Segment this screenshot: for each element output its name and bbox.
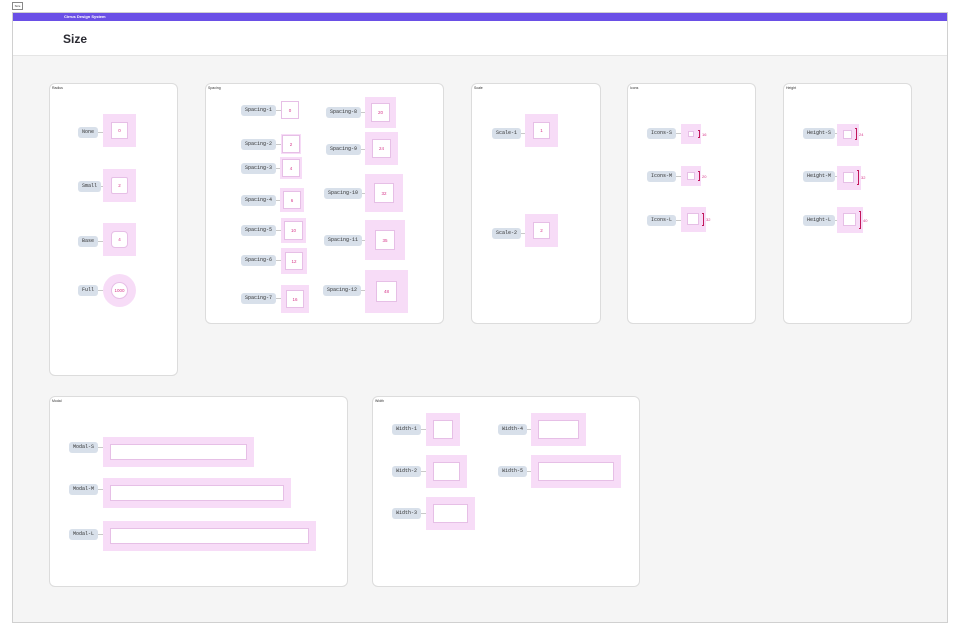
radius-value-full: 1000: [111, 282, 128, 299]
height-tag-l: Height-L: [803, 215, 843, 226]
modal-box-m: [110, 485, 284, 501]
spacing-tag-9: Spacing-9: [326, 144, 369, 155]
scale-tag-2: Scale-2: [492, 228, 529, 239]
scale-tag-1: Scale-1: [492, 128, 529, 139]
width-tag-2: Width-2: [392, 466, 429, 477]
spacing-value-1: 0: [281, 101, 299, 119]
radius-tag-small: Small: [78, 181, 109, 192]
radius-value-small: 2: [111, 177, 128, 194]
spacing-tag-3: Spacing-3: [241, 163, 284, 174]
width-box-1: [433, 420, 453, 439]
width-tag-1: Width-1: [392, 424, 429, 435]
icons-box-s: [688, 131, 694, 137]
width-card-label: Width: [375, 399, 384, 403]
height-box-s: [843, 130, 852, 139]
width-box-3: [433, 504, 468, 523]
spacing-value-12: 48: [376, 281, 397, 302]
icons-box-l: [687, 213, 699, 225]
height-card: Height Height-S 24 Height-M 32 Height-L …: [783, 83, 912, 324]
spacing-tag-11: Spacing-11: [324, 235, 370, 246]
icons-tag-m: Icons-M: [647, 171, 684, 182]
width-card: Width Width-1 Width-2 Width-3 Width-4 Wi…: [372, 396, 640, 587]
modal-tag-l: Modal-L: [69, 529, 106, 540]
modal-card: Modal Modal-S Modal-M Modal-L: [49, 396, 348, 587]
spacing-value-8: 20: [371, 103, 390, 122]
spacing-card-label: Spacing: [208, 86, 221, 90]
width-tag-4: Width-4: [498, 424, 535, 435]
height-box-m: [843, 172, 854, 183]
spacing-tag-10: Spacing-10: [324, 188, 370, 199]
icons-measure-l: [702, 213, 704, 226]
height-measure-l: [859, 211, 861, 229]
spacing-value-5: 10: [284, 221, 303, 240]
title-area: Size: [13, 21, 947, 56]
height-value-s: 24: [859, 132, 864, 137]
icons-measure-s: [698, 130, 700, 138]
spacing-tag-7: Spacing-7: [241, 293, 284, 304]
width-box-2: [433, 462, 460, 481]
spacing-value-10: 32: [374, 183, 394, 203]
icons-tag-s: Icons-S: [647, 128, 684, 139]
radius-card: Radius None 0 Small 2 Base 4 Full 1000: [49, 83, 178, 376]
spacing-value-2: 2: [282, 135, 300, 153]
spacing-tag-4: Spacing-4: [241, 195, 284, 206]
radius-tag-none: None: [78, 127, 106, 138]
modal-card-label: Modal: [52, 399, 62, 403]
spacing-tag-6: Spacing-6: [241, 255, 284, 266]
spacing-tag-8: Spacing-8: [326, 107, 369, 118]
height-measure-s: [855, 128, 857, 140]
icons-measure-m: [698, 171, 700, 181]
width-tag-3: Width-3: [392, 508, 429, 519]
height-tag-s: Height-S: [803, 128, 843, 139]
radius-value-base: 4: [111, 231, 128, 248]
height-value-m: 32: [861, 175, 866, 180]
height-box-l: [843, 213, 856, 226]
width-box-4: [538, 420, 579, 439]
size-frame: Cirrus Design System Size Radius None 0 …: [12, 12, 948, 623]
icons-card-label: Icons: [630, 86, 639, 90]
modal-tag-m: Modal-M: [69, 484, 106, 495]
spacing-tag-2: Spacing-2: [241, 139, 284, 150]
height-card-label: Height: [786, 86, 797, 90]
brand-name: Cirrus Design System: [64, 14, 106, 19]
radius-card-label: Radius: [52, 86, 63, 90]
icons-card: Icons Icons-S 16 Icons-M 20 Icons-L 32: [627, 83, 756, 324]
height-value-l: 40: [863, 218, 868, 223]
spacing-value-4: 6: [283, 191, 301, 209]
frame-tab[interactable]: Size: [12, 2, 23, 10]
scale-value-2: 2: [533, 222, 550, 239]
icons-value-m: 20: [702, 174, 707, 179]
icons-box-m: [687, 172, 695, 180]
icons-value-l: 32: [706, 217, 711, 222]
icons-tag-l: Icons-L: [647, 215, 684, 226]
scale-card-label: Scale: [474, 86, 483, 90]
scale-value-1: 1: [533, 122, 550, 139]
width-tag-5: Width-5: [498, 466, 535, 477]
page-title: Size: [63, 32, 88, 46]
scale-card: Scale Scale-1 1 Scale-2 2: [471, 83, 601, 324]
spacing-tag-12: Spacing-12: [323, 285, 369, 296]
spacing-value-6: 12: [285, 252, 303, 270]
height-tag-m: Height-M: [803, 171, 843, 182]
spacing-value-7: 16: [286, 290, 304, 308]
modal-tag-s: Modal-S: [69, 442, 106, 453]
width-box-5: [538, 462, 614, 481]
spacing-value-3: 4: [282, 159, 300, 177]
radius-tag-base: Base: [78, 236, 106, 247]
brand-bar: Cirrus Design System: [13, 13, 947, 21]
modal-box-s: [110, 444, 247, 460]
spacing-tag-1: Spacing-1: [241, 105, 284, 116]
spacing-value-11: 35: [375, 230, 395, 250]
modal-box-l: [110, 528, 309, 544]
spacing-card: Spacing Spacing-1 0 Spacing-2 2 Spacing-…: [205, 83, 444, 324]
radius-value-none: 0: [111, 122, 128, 139]
radius-tag-full: Full: [78, 285, 106, 296]
spacing-value-9: 24: [372, 139, 391, 158]
height-measure-m: [857, 170, 859, 185]
icons-value-s: 16: [702, 132, 707, 137]
spacing-tag-5: Spacing-5: [241, 225, 284, 236]
